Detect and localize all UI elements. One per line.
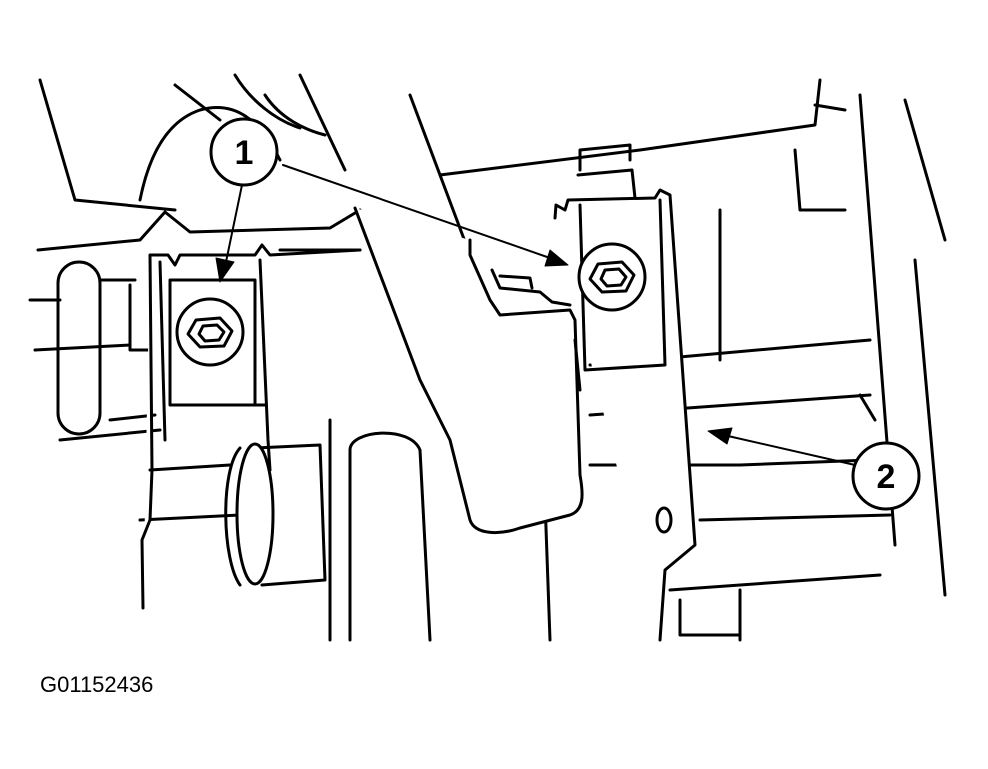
- left-bracket-plate: [140, 243, 362, 610]
- center-bracket: [278, 206, 584, 534]
- callout-1-label: 1: [235, 134, 254, 172]
- left-slot: [56, 260, 102, 436]
- callout-1: 1: [209, 117, 279, 187]
- left-bolt: [175, 297, 245, 367]
- tube: [224, 442, 327, 587]
- callout-leaders: [215, 164, 856, 466]
- right-bolt: [577, 242, 647, 312]
- figure-code: G01152436: [40, 672, 154, 697]
- callout-2-label: 2: [877, 458, 896, 496]
- callout-2: 2: [851, 441, 921, 511]
- pedal-arm: [328, 418, 552, 642]
